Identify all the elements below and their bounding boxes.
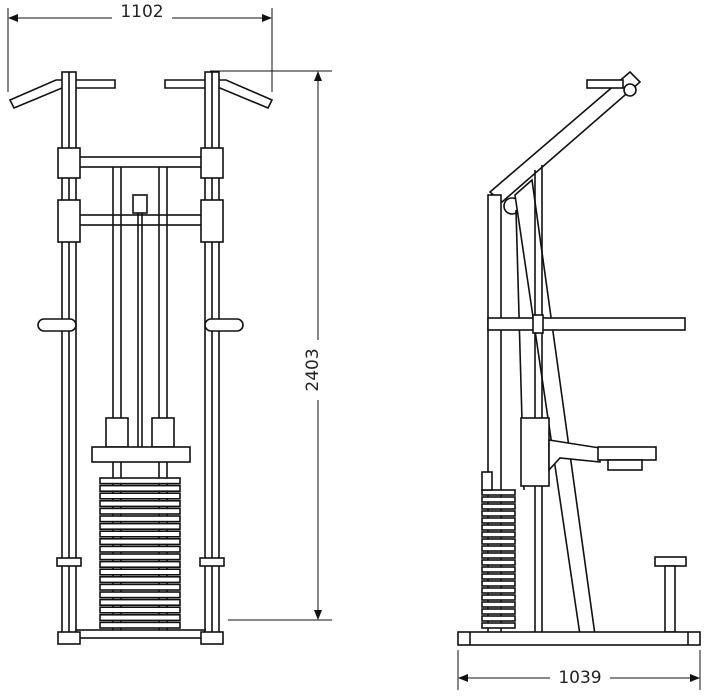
weight-plate [99,530,181,538]
weight-plate [481,524,516,531]
weight-plate [481,608,516,615]
rear-leg [514,178,596,636]
weight-plate [99,568,181,576]
dimension-depth-label: 1039 [558,668,601,688]
weight-plate [481,503,516,510]
dimension-height: 2403 [210,70,332,621]
dip-handle-left [37,318,77,332]
foot-rest [654,556,687,567]
weight-plate [481,517,516,524]
weight-stack-side [481,489,516,629]
weight-plate [481,489,516,496]
top-arm [488,70,642,204]
knee-pad-arm [548,439,601,473]
weight-plate [481,559,516,566]
dip-arm [487,317,686,331]
weight-plate [481,580,516,587]
weight-plate [481,566,516,573]
dimension-height-label: 2403 [303,348,323,391]
weight-plate [481,587,516,594]
weight-plate [99,499,181,508]
side-view [457,70,701,646]
crossbar-mid [75,214,206,226]
weight-plate [481,545,516,552]
foot-right [200,631,224,645]
weight-plate [99,583,181,591]
weight-plate [99,591,181,599]
weight-plate [481,531,516,538]
dimension-width-label: 1102 [120,2,163,22]
weight-plate [99,553,181,561]
weight-plate [99,507,181,515]
dip-handle-right [204,318,244,332]
weight-plate [481,510,516,517]
dimension-width: 1102 [7,2,273,92]
weight-plate [481,573,516,580]
weight-plate [481,496,516,503]
weight-plate [481,594,516,601]
weight-plate [99,621,181,629]
weight-plate [99,537,181,546]
weight-plate [481,615,516,622]
weight-plate [99,477,181,485]
pullup-handle-left [8,79,116,110]
weight-plate [481,622,516,629]
weight-plate [481,601,516,608]
weight-plate [99,522,181,530]
weight-plate [99,545,181,553]
pulley-block [132,194,148,214]
dimension-depth: 1039 [457,650,701,690]
weight-plate [99,484,181,493]
weight-plate [99,598,181,606]
weight-plate [481,552,516,559]
weight-plate [99,515,181,523]
side-base [457,631,701,646]
weight-plate [99,560,181,568]
foot-left [57,631,81,645]
weight-plate [481,538,516,545]
front-view [8,71,274,645]
crossbar-top [75,156,206,168]
weight-plate [99,613,181,622]
weight-plate [99,575,181,584]
knee-pad [597,446,657,461]
weight-carriage [91,446,191,463]
pullup-handle-right [164,79,274,110]
weight-plate [99,492,181,500]
weight-stack-front [99,477,181,629]
weight-plate [99,606,181,614]
